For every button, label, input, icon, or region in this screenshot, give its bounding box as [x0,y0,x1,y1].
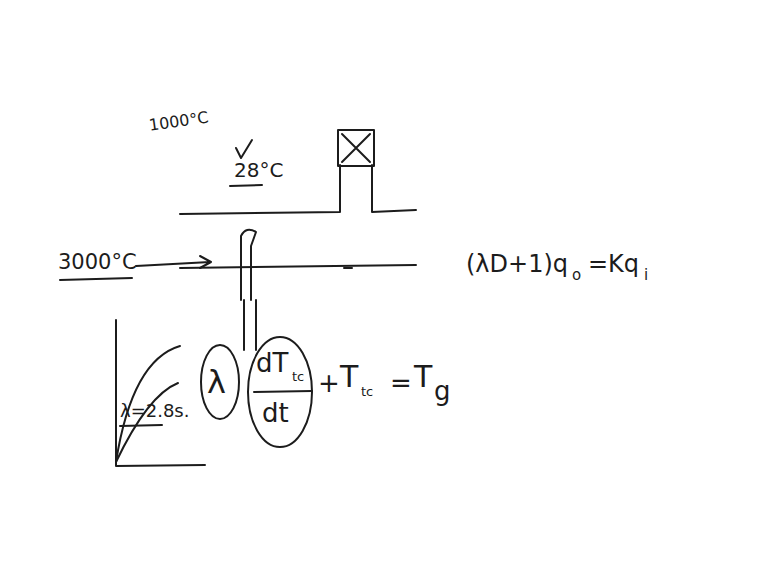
underline [60,278,132,280]
pipe-wall [180,265,416,268]
handwritten-note: 3000°C [58,252,137,273]
handwritten-note: tc [292,370,304,383]
circle-mark [201,345,239,419]
handwritten-note: tc [361,385,373,398]
handwritten-note: 1000°C [148,110,210,134]
handwritten-note: T [340,362,358,392]
cross [342,134,370,162]
tick [344,267,352,269]
handwritten-note: =Kq [588,252,639,276]
checkmark [236,140,252,158]
probe-leads [244,300,256,350]
underline [230,185,262,186]
handwritten-note: o [572,268,581,283]
handwritten-note: (λD+1)q [466,252,568,276]
handwritten-note: dT [256,350,288,376]
handwritten-note: λ=2.8s. [120,402,189,420]
handwritten-note: + [318,370,340,396]
handwritten-note: = [390,370,412,396]
circle-mark [248,337,312,447]
arrow [136,256,211,268]
handwritten-note: dt [262,400,289,426]
handwritten-note: i [644,268,648,283]
fraction-bar [254,391,312,392]
curve [116,383,178,462]
handwritten-note: g [434,378,451,404]
box-symbol [338,130,374,166]
handwritten-note: T [414,362,432,392]
underline [120,425,162,426]
handwritten-note: 28°C [234,160,283,180]
handwritten-note: λ [207,366,226,398]
axes [116,320,205,466]
thermocouple [241,230,256,300]
pipe-wall [180,165,416,214]
